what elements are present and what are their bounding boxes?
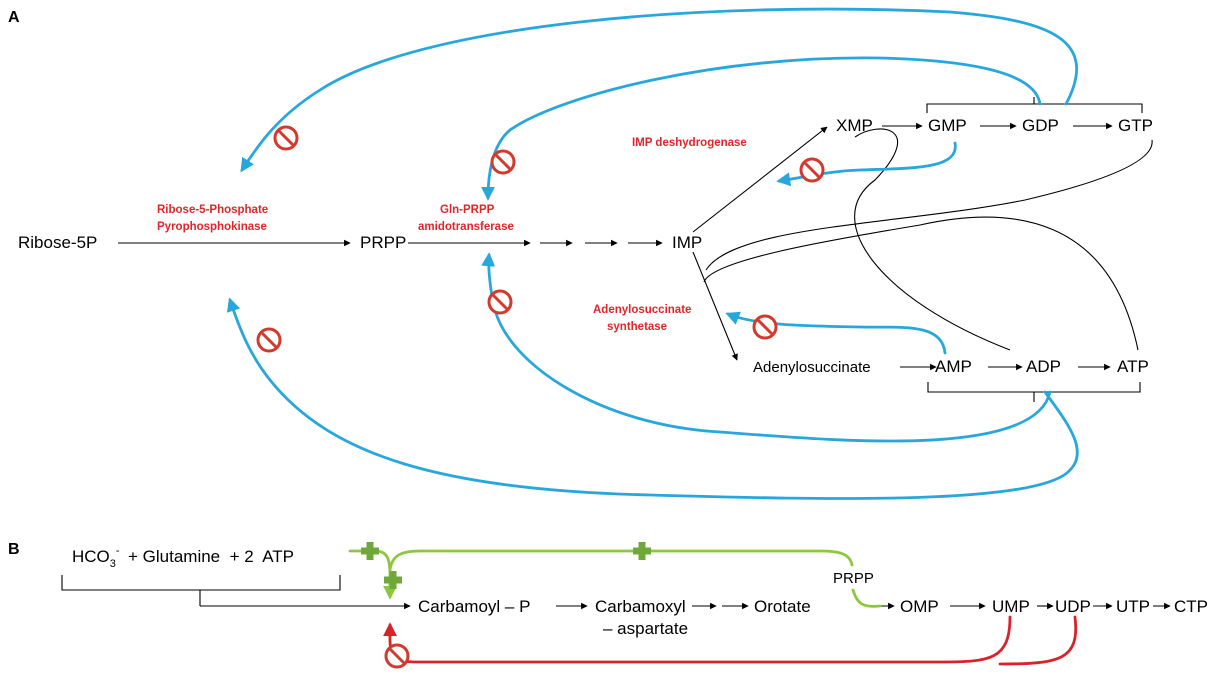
node-carbamoxyl-aspartate-line2: – aspartate: [603, 619, 688, 638]
node-xmp: XMP: [836, 116, 873, 135]
node-ctp: CTP: [1174, 597, 1208, 616]
node-udp: UDP: [1055, 597, 1091, 616]
connector-imp-gtp: [705, 139, 1153, 271]
plus-icon: [361, 542, 379, 560]
inhibition-udp-to-cps: [998, 615, 1078, 666]
node-atp: ATP: [1117, 357, 1149, 376]
no-entry-icon: [799, 157, 825, 183]
prpp-to-omp-link: [851, 588, 882, 608]
node-hco3: HCO3-: [72, 545, 120, 570]
node-ump: UMP: [992, 597, 1030, 616]
node-prpp-b: PRPP: [833, 570, 874, 587]
no-entry-icon: [384, 643, 410, 669]
arrow-imp-to-adenylosuccinate: [692, 251, 738, 361]
panel-b-label: B: [8, 541, 20, 558]
node-prpp: PRPP: [360, 233, 406, 252]
arrow-imp-to-xmp: [692, 126, 828, 233]
node-omp: OMP: [900, 597, 939, 616]
no-entry-icon: [752, 314, 778, 340]
feedback-adenine-to-ribose-kinase: [226, 297, 1079, 500]
no-entry-icon: [487, 289, 513, 315]
panel-a-label: A: [8, 9, 20, 26]
node-gdp: GDP: [1022, 116, 1059, 135]
node-carbamoyl-p: Carbamoyl – P: [418, 597, 530, 616]
connector-imp-atp: [703, 216, 1139, 351]
node-gtp: GTP: [1118, 116, 1153, 135]
bracket-adenine-nucleotides: [927, 382, 1141, 402]
enzyme-adenylosuccinate-synthetase-line1: Adenylosuccinate: [593, 304, 691, 316]
plus-icon: [384, 571, 402, 589]
bracket-guanine-nucleotides: [926, 97, 1143, 113]
enzyme-gln-prpp-amidotransferase-line2: amidotransferase: [418, 221, 514, 233]
enzyme-ribose-5p-pyrophosphokinase-line2: Pyrophosphokinase: [157, 221, 267, 233]
no-entry-icon: [490, 149, 516, 175]
no-entry-icon: [273, 125, 299, 151]
node-carbamoxyl-aspartate-line1: Carbamoxyl: [595, 597, 686, 616]
feedback-guanine-to-amidotransferase: [481, 56, 1042, 201]
bracket-substrates: [61, 575, 341, 606]
node-ribose-5p: Ribose-5P: [18, 233, 97, 252]
node-utp: UTP: [1116, 597, 1150, 616]
activation-prpp-to-cps: [388, 549, 854, 572]
no-entry-icon: [256, 327, 282, 353]
enzyme-gln-prpp-amidotransferase-line1: Gln-PRPP: [440, 204, 495, 216]
node-orotate: Orotate: [754, 597, 811, 616]
node-adenylosuccinate: Adenylosuccinate: [753, 359, 871, 376]
node-amp: AMP: [935, 357, 972, 376]
node-substrates: + Glutamine + 2 ATP: [128, 547, 294, 566]
feedback-guanine-to-ribose-kinase: [240, 7, 1078, 173]
node-gmp: GMP: [928, 116, 967, 135]
plus-icon: [633, 542, 651, 560]
inhibition-ump-to-cps: [383, 615, 1012, 664]
connector-xmp-loop: [854, 128, 1011, 351]
feedback-adenine-to-amidotransferase: [481, 252, 1052, 443]
enzyme-adenylosuccinate-synthetase-line2: synthetase: [607, 321, 667, 333]
node-adp: ADP: [1026, 357, 1061, 376]
enzyme-imp-dehydrogenase: IMP deshydrogenase: [632, 137, 747, 149]
enzyme-ribose-5p-pyrophosphokinase-line1: Ribose-5-Phosphate: [157, 204, 268, 216]
node-imp: IMP: [672, 233, 702, 252]
